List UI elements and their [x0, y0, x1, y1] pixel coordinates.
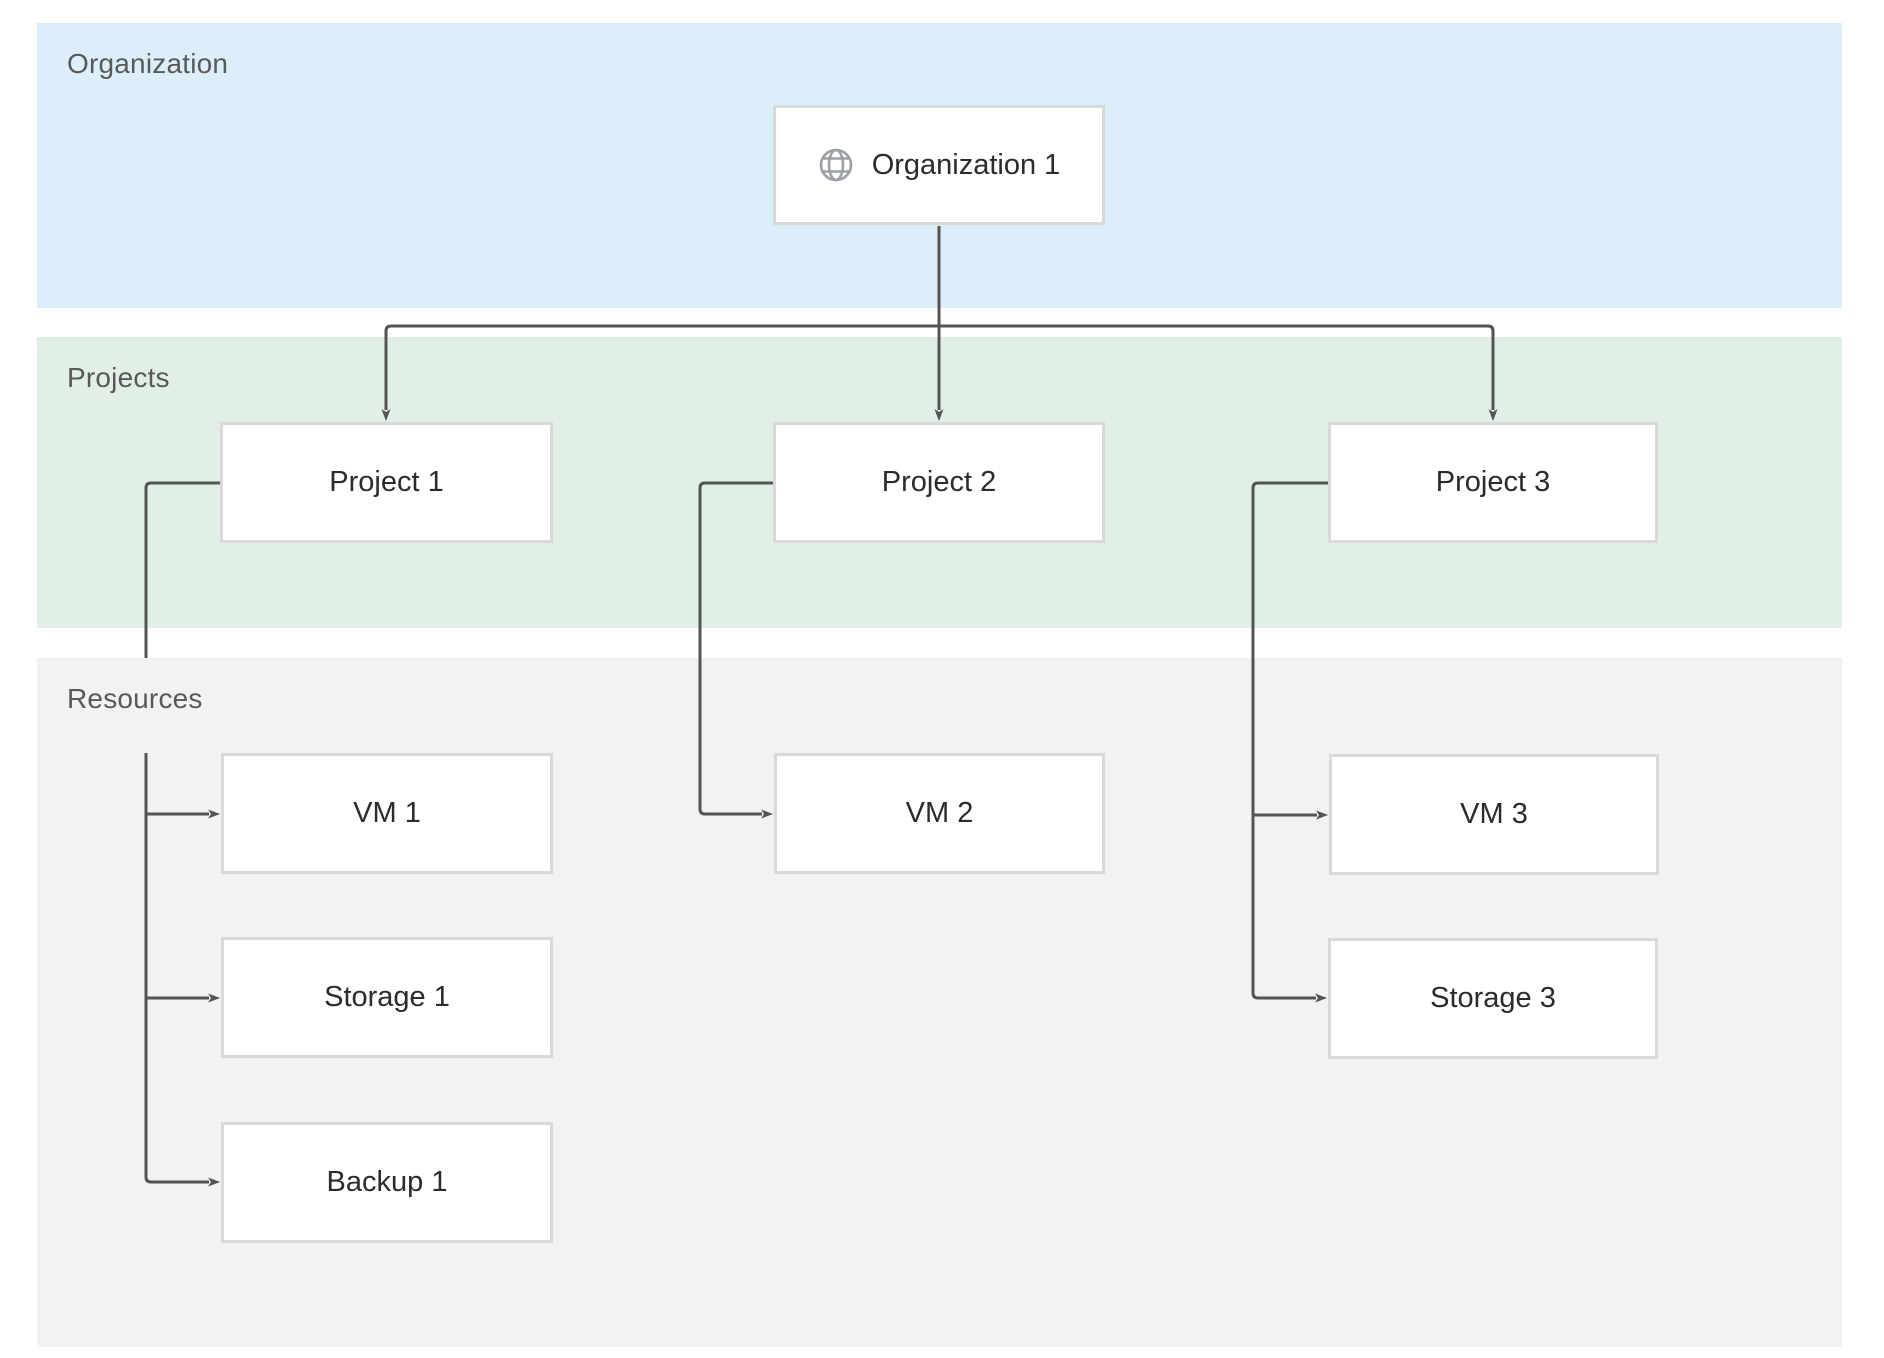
node-project-2: Project 2 [773, 422, 1105, 543]
resources-band-label: Resources [67, 683, 203, 714]
node-vm-3: VM 3 [1329, 754, 1659, 875]
node-label: Organization 1 [871, 148, 1061, 181]
globe-icon [818, 147, 854, 183]
node-label: VM 3 [1460, 798, 1528, 830]
projects-band-label: Projects [67, 362, 170, 393]
node-label: VM 1 [353, 797, 421, 829]
node-vm-2: VM 2 [774, 753, 1105, 874]
node-label: Project 3 [1435, 466, 1551, 498]
node-label: VM 2 [905, 797, 974, 829]
node-storage-3: Storage 3 [1328, 938, 1658, 1059]
node-label: Backup 1 [326, 1166, 448, 1198]
node-organization-1: Organization 1 [773, 105, 1105, 225]
node-label: Project 2 [881, 466, 997, 498]
node-label: Storage 3 [1430, 982, 1556, 1014]
node-label: Project 1 [329, 466, 444, 498]
node-label: Storage 1 [324, 981, 450, 1013]
node-backup-1: Backup 1 [221, 1122, 553, 1243]
node-project-3: Project 3 [1328, 422, 1658, 543]
organization-band-label: Organization [67, 48, 229, 79]
node-project-1: Project 1 [220, 422, 553, 543]
node-vm-1: VM 1 [221, 753, 553, 874]
node-storage-1: Storage 1 [221, 937, 553, 1058]
